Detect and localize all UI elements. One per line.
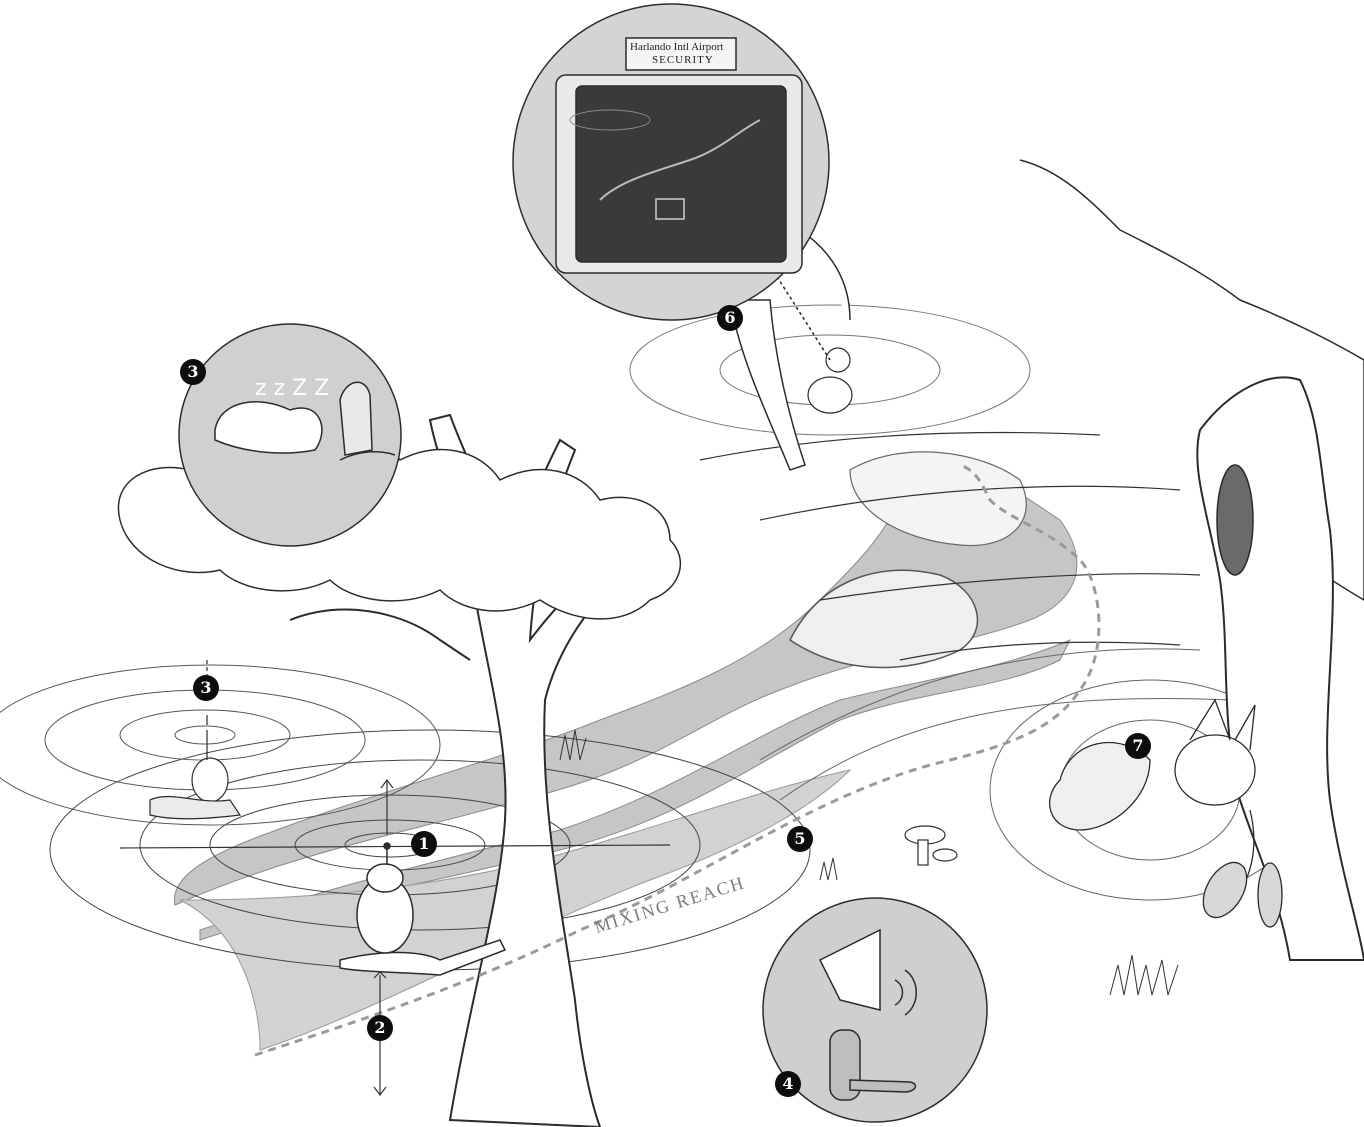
sign-line-1: Harlando Intl Airport [630,41,723,53]
marker-3-inset: 3 [180,359,206,385]
bird-top [808,348,852,413]
sign-line-2: SECURITY [652,54,714,66]
marker-2: 2 [367,1015,393,1041]
marker-1: 1 [411,831,437,857]
marker-6: 6 [717,305,743,331]
marker-5: 5 [787,826,813,852]
marker-3-field: 3 [193,675,219,701]
svg-text:z z Z Z: z z Z Z [255,376,329,401]
marker-4: 4 [775,1071,801,1097]
marker-7: 7 [1125,733,1151,759]
rocks [790,570,977,667]
mushrooms [905,826,957,865]
ripples-top [630,305,1030,435]
inset-sleep: z z Z Z [179,324,401,546]
